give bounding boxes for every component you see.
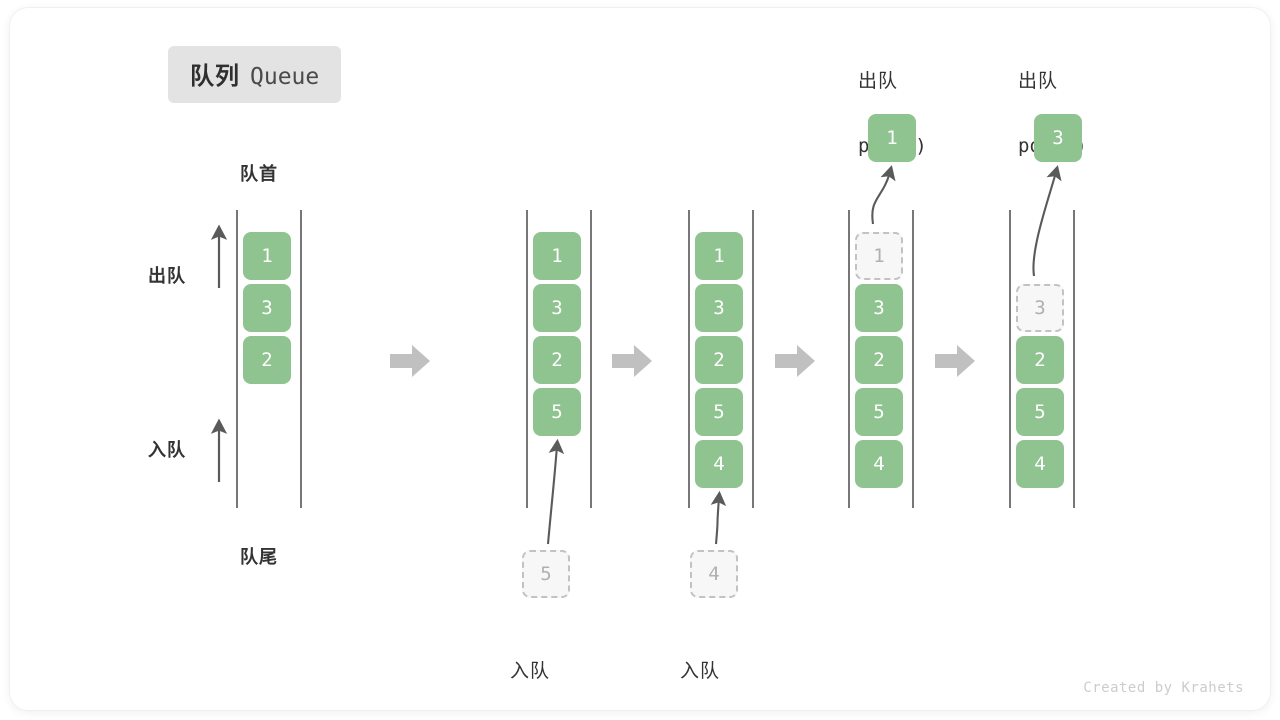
queue-cell-offer-5-3: 3 <box>533 284 581 332</box>
queue-cell-offer-4-1: 1 <box>695 232 743 280</box>
caption-offer-5: 入队 offer(5) <box>510 620 602 720</box>
queue-cell-poll-1-5: 5 <box>855 388 903 436</box>
caption-offer-5-cn: 入队 <box>510 661 551 682</box>
caption-offer-4: 入队 offer(4) <box>680 620 772 720</box>
queue-cell-poll-1-3: 3 <box>855 284 903 332</box>
queue-cell-ghost-poll-3-3: 3 <box>1016 284 1064 332</box>
queue-cell-initial-2: 2 <box>243 336 291 384</box>
queue-cell-poll-3-4: 4 <box>1016 440 1064 488</box>
enqueue-direction-label: 入队 <box>148 440 186 460</box>
queue-cell-ghost-poll-1-1: 1 <box>855 232 903 280</box>
title-english: Queue <box>250 64 320 90</box>
queue-cell-poll-3-5: 5 <box>1016 388 1064 436</box>
queue-cell-offer-5-1: 1 <box>533 232 581 280</box>
queue-cell-offer-4-4: 4 <box>695 440 743 488</box>
queue-cell-poll-3-2: 2 <box>1016 336 1064 384</box>
incoming-ghost-offer-5: 5 <box>522 550 570 598</box>
dequeue-direction-label: 出队 <box>148 266 186 286</box>
title-badge: 队列 Queue <box>168 46 342 103</box>
queue-cell-offer-5-2: 2 <box>533 336 581 384</box>
queue-cell-poll-1-4: 4 <box>855 440 903 488</box>
caption-poll-1-cn: 出队 <box>858 71 899 92</box>
queue-cell-offer-5-5: 5 <box>533 388 581 436</box>
queue-cell-offer-4-3: 3 <box>695 284 743 332</box>
queue-cell-offer-4-5: 5 <box>695 388 743 436</box>
caption-poll-2-cn: 出队 <box>1018 71 1059 92</box>
queue-rear-label: 队尾 <box>240 547 278 567</box>
title-chinese: 队列 <box>190 63 240 90</box>
popped-cell-poll-1: 1 <box>868 114 916 162</box>
caption-offer-4-cn: 入队 <box>680 661 721 682</box>
incoming-ghost-offer-4: 4 <box>690 550 738 598</box>
queue-cell-poll-1-2: 2 <box>855 336 903 384</box>
popped-cell-poll-3: 3 <box>1034 114 1082 162</box>
queue-front-label: 队首 <box>240 164 278 184</box>
queue-cell-offer-4-2: 2 <box>695 336 743 384</box>
queue-cell-initial-3: 3 <box>243 284 291 332</box>
queue-cell-initial-1: 1 <box>243 232 291 280</box>
credit-text: Created by Krahets <box>1083 680 1244 696</box>
